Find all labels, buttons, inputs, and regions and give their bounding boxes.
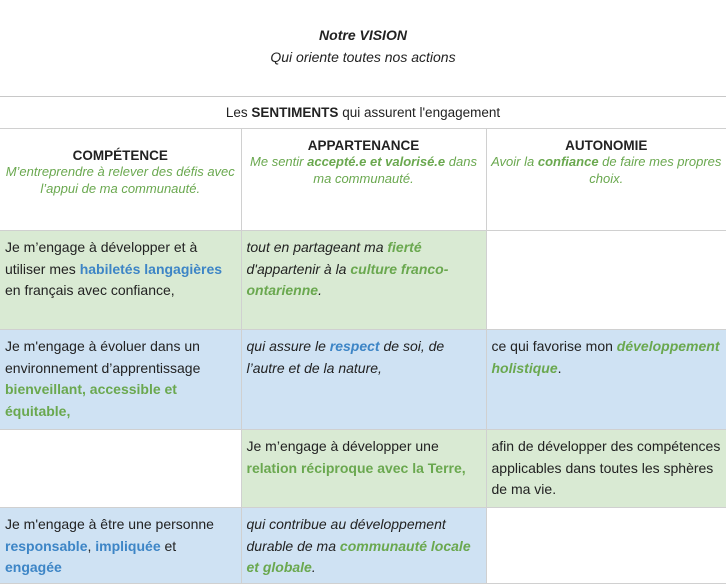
cell-appartenance: tout en partageant ma fierté d'apparteni… <box>241 231 486 330</box>
vision-subtitle: Qui oriente toutes nos actions <box>0 49 726 65</box>
cell-competence-empty <box>0 430 241 508</box>
cell-autonomie-empty <box>486 508 726 584</box>
cell-autonomie-empty <box>486 231 726 330</box>
column-subtitle: Avoir la confiance de faire mes propres … <box>487 153 726 187</box>
vision-title: Notre VISION <box>0 27 726 43</box>
cell-appartenance: Je m’engage à développer une relation ré… <box>241 430 486 508</box>
cell-autonomie: ce qui favorise mon développement holist… <box>486 330 726 430</box>
column-header-appartenance: APPARTENANCE Me sentir accepté.e et valo… <box>241 129 486 231</box>
engagement-table: Les SENTIMENTS qui assurent l'engagement… <box>0 96 726 584</box>
cell-autonomie: afin de développer des compétences appli… <box>486 430 726 508</box>
vision-header: Notre VISION Qui oriente toutes nos acti… <box>0 0 726 96</box>
cell-appartenance: qui contribue au développement durable d… <box>241 508 486 584</box>
banner-text-post: qui assurent l'engagement <box>338 105 500 120</box>
column-title: COMPÉTENCE <box>0 148 241 163</box>
column-title: APPARTENANCE <box>242 138 486 153</box>
table-row: Je m’engage à développer et à utiliser m… <box>0 231 726 330</box>
column-title: AUTONOMIE <box>487 138 726 153</box>
column-header-competence: COMPÉTENCE M’entreprendre à relever des … <box>0 129 241 231</box>
table-row: Je m’engage à développer une relation ré… <box>0 430 726 508</box>
banner-text-pre: Les <box>226 105 252 120</box>
column-subtitle: Me sentir accepté.e et valorisé.e dans m… <box>242 153 486 187</box>
cell-competence: Je m'engage à être une personne responsa… <box>0 508 241 584</box>
cell-competence: Je m’engage à développer et à utiliser m… <box>0 231 241 330</box>
column-subtitle: M’entreprendre à relever des défis avec … <box>0 163 241 197</box>
table-row: Je m'engage à évoluer dans un environnem… <box>0 330 726 430</box>
table-row: Je m'engage à être une personne responsa… <box>0 508 726 584</box>
column-header-autonomie: AUTONOMIE Avoir la confiance de faire me… <box>486 129 726 231</box>
banner-keyword: SENTIMENTS <box>251 105 338 120</box>
cell-competence: Je m'engage à évoluer dans un environnem… <box>0 330 241 430</box>
sentiments-banner: Les SENTIMENTS qui assurent l'engagement <box>0 97 726 129</box>
cell-appartenance: qui assure le respect de soi, de l’autre… <box>241 330 486 430</box>
